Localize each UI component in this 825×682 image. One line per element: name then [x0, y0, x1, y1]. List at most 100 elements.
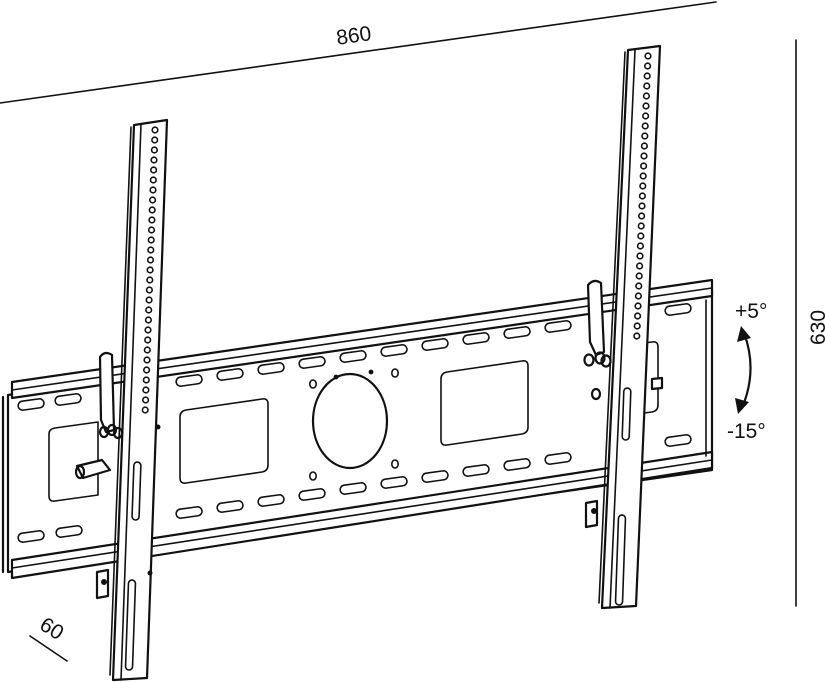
slot — [298, 488, 326, 501]
arm-hole — [637, 222, 645, 230]
arrow-head-up-icon — [737, 326, 751, 342]
knob — [106, 423, 118, 437]
slot — [503, 326, 531, 339]
mount-hole — [308, 379, 317, 389]
mount-hole-small — [368, 369, 374, 375]
right-bottom-clip — [584, 499, 599, 529]
width-dimension-line — [0, 1, 717, 104]
slot — [257, 494, 285, 507]
slot — [339, 350, 367, 363]
arm-hole — [639, 162, 648, 170]
left-arm-hole-column — [141, 126, 159, 414]
right-vertical-arm — [598, 44, 662, 610]
arm-hole — [635, 262, 644, 270]
arm-hole — [635, 272, 643, 280]
arm-hole — [149, 176, 157, 184]
depth-label: 60 — [36, 613, 68, 645]
left-arm-fold-line — [120, 123, 142, 681]
right-side-clip — [650, 376, 664, 391]
arrow-head-down-icon — [735, 398, 749, 414]
arm-hole — [142, 376, 150, 384]
arm-hole — [150, 156, 158, 164]
knob — [583, 353, 595, 367]
arm-hole — [642, 92, 651, 100]
slot — [503, 458, 531, 471]
left-arm-upper-slot — [131, 461, 142, 521]
arm-pin — [155, 424, 161, 430]
mount-hole — [308, 471, 317, 481]
slot — [421, 338, 449, 351]
width-dimension: 860 — [0, 1, 717, 104]
arm-hole — [641, 122, 649, 130]
arm-hole — [638, 202, 646, 210]
arm-hole — [633, 312, 642, 320]
arm-hole — [147, 246, 155, 254]
arm-hole — [642, 102, 650, 110]
knob — [600, 354, 612, 368]
right-arm-side — [598, 51, 626, 604]
arm-hole — [143, 366, 151, 374]
arm-hole — [150, 146, 158, 154]
arm-hole — [145, 306, 153, 314]
far-left-rect-cutout — [48, 421, 99, 502]
knob — [594, 351, 606, 365]
arm-hole — [639, 172, 647, 180]
slot — [216, 368, 244, 381]
lower-slot-row — [17, 434, 692, 543]
left-arm-lower-slot — [124, 579, 137, 671]
arm-hole — [149, 186, 157, 194]
arm-hole — [142, 386, 150, 394]
tilt-arc-arrow — [740, 331, 752, 410]
left-vertical-arm — [109, 118, 169, 682]
wall-plate — [1, 278, 714, 580]
left-hook-plate — [98, 351, 116, 434]
clip-screw — [101, 579, 107, 585]
arm-hole — [634, 292, 643, 300]
arm-hole — [146, 266, 154, 274]
safety-screw — [75, 458, 112, 480]
arm-hole — [634, 302, 642, 310]
tilt-indicator: +5° -15° — [727, 300, 767, 443]
arm-hole — [146, 276, 154, 284]
knob — [590, 387, 602, 401]
slot — [462, 332, 490, 345]
arm-hole — [641, 112, 650, 120]
height-label: 630 — [807, 310, 825, 345]
slot — [380, 344, 408, 357]
slot — [544, 452, 572, 465]
arm-hole — [148, 206, 156, 214]
mount-hole — [390, 368, 399, 378]
right-rect-cutout — [440, 360, 529, 446]
far-right-rect-cutout — [619, 341, 659, 417]
tilt-down-label: -15° — [727, 420, 766, 443]
arm-hole — [639, 182, 647, 190]
arm-pin — [147, 570, 153, 576]
arm-hole — [643, 72, 651, 80]
slot — [664, 303, 692, 316]
right-tilt-hook — [583, 279, 664, 529]
depth-dimension: 60 — [29, 613, 68, 662]
arm-hole — [641, 132, 649, 140]
slot — [17, 530, 45, 543]
arm-hole — [633, 332, 641, 340]
arm-hole — [143, 346, 151, 354]
arm-hole — [643, 62, 652, 70]
arm-hole — [150, 166, 158, 174]
arm-hole — [144, 326, 152, 334]
slot — [462, 464, 490, 477]
slot — [216, 500, 244, 513]
arm-hole — [151, 136, 159, 144]
arm-hole — [143, 356, 151, 364]
slot — [175, 506, 203, 519]
height-dimension: 630 — [795, 39, 825, 607]
safety-screw-head-icon — [74, 464, 86, 480]
left-tilt-hook — [74, 351, 161, 600]
mount-hole — [390, 459, 399, 469]
arm-hole — [145, 286, 153, 294]
arm-hole — [635, 282, 643, 290]
width-label: 860 — [335, 22, 373, 50]
right-hook-plate — [586, 279, 606, 357]
wall-plate-bottom-flange — [10, 450, 714, 580]
slot — [664, 434, 692, 447]
arm-hole — [644, 52, 652, 60]
